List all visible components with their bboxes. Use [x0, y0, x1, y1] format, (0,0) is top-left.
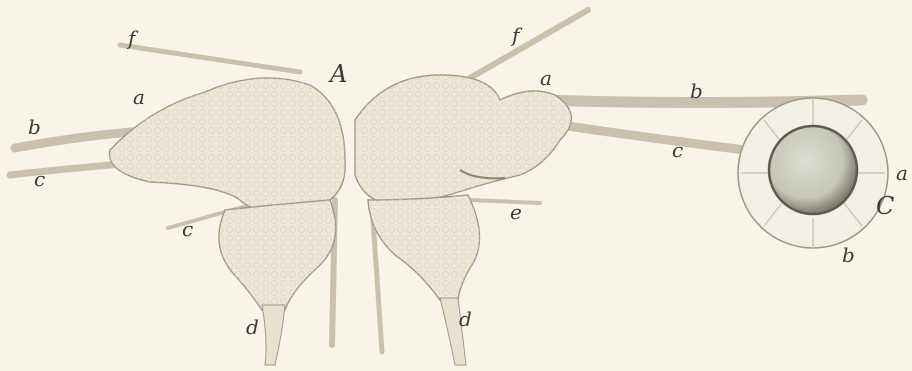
- label-a-left: a: [133, 85, 145, 109]
- nerve-e-right: [470, 200, 540, 203]
- nerve-f-left: [120, 45, 300, 72]
- label-e-right: e: [510, 200, 522, 224]
- eye-core: [769, 126, 857, 214]
- left-peduncle-d: [262, 305, 285, 365]
- label-a-right: a: [540, 66, 552, 90]
- label-c-left-top: c: [34, 167, 45, 191]
- nerve-f-right: [470, 10, 588, 78]
- eye-C: [738, 98, 888, 248]
- left-lobe: [110, 78, 346, 365]
- label-A: A: [328, 60, 347, 88]
- label-c-right: c: [672, 138, 683, 162]
- label-a-eye: a: [896, 161, 908, 185]
- label-d-right: d: [459, 307, 472, 331]
- label-c-left-bottom: c: [182, 217, 193, 241]
- label-C: C: [876, 192, 894, 220]
- label-f-right: f: [510, 23, 523, 47]
- label-b-eye: b: [842, 243, 855, 267]
- nerve-c-right: [560, 125, 745, 150]
- label-b-right: b: [690, 79, 703, 103]
- label-d-left: d: [246, 315, 259, 339]
- label-b-left: b: [28, 115, 41, 139]
